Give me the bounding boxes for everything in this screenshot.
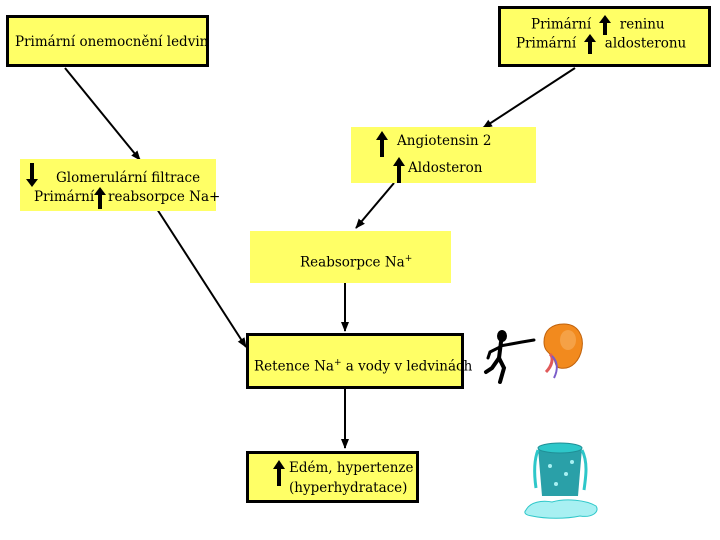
arrow-up-icon — [584, 34, 597, 54]
arrow-angiotensin-to-reabsorption — [355, 182, 395, 229]
edema-box: Edém, hypertenze (hyperhydratace) — [246, 451, 419, 503]
retention-label: Retence Na+ a vody v ledvinách — [254, 355, 472, 375]
aldosterone-line-suffix: aldosteronu — [604, 35, 687, 52]
glomerular-filtration-label: Glomerulární filtrace — [56, 170, 201, 186]
arrow-down-icon — [26, 163, 38, 187]
arrow-up-icon — [393, 157, 405, 183]
arrow-up-icon — [94, 187, 106, 209]
angiotensin-box: Angiotensin 2 Aldosteron — [351, 127, 536, 183]
aldosterone-line-prefix: Primární — [516, 35, 577, 52]
glomerular-line2-suffix: reabsorpce Na+ — [108, 189, 221, 205]
arrow-kidney-to-glomerular — [64, 67, 141, 161]
hyperhydration-label: (hyperhydratace) — [289, 480, 408, 496]
retention-box: Retence Na+ a vody v ledvinách — [246, 333, 472, 389]
retention-sup: + — [333, 358, 342, 368]
glomerular-filtration-box: Glomerulární filtrace Primární reabsorpc… — [20, 159, 220, 211]
arrow-glomerular-to-retention — [156, 208, 247, 348]
arrow-up-icon — [273, 460, 285, 486]
primary-renin-box: Primární reninu Primární aldosteronu — [498, 6, 711, 67]
angiotensin-label: Angiotensin 2 — [397, 133, 492, 149]
renin-line-suffix: reninu — [619, 16, 665, 33]
arrow-up-icon — [376, 131, 388, 157]
overflowing-bucket-icon — [524, 442, 598, 519]
retention-text-pre: Retence Na — [254, 358, 334, 375]
aldosteron-label: Aldosteron — [408, 160, 483, 176]
reabsorption-sup: + — [404, 254, 413, 264]
edema-label: Edém, hypertenze — [289, 460, 414, 476]
retention-text-post: a vody v ledvinách — [341, 358, 473, 375]
reabsorption-text: Reabsorpce Na — [300, 254, 405, 271]
primary-kidney-disease-label: Primární onemocnění ledvin — [15, 34, 209, 50]
renin-line-prefix: Primární — [531, 16, 592, 33]
stick-figure-icon — [484, 330, 536, 384]
kidney-icon — [543, 323, 583, 379]
primary-kidney-disease-box: Primární onemocnění ledvin — [6, 15, 209, 67]
reabsorption-label: Reabsorpce Na+ — [300, 251, 412, 271]
reabsorption-box: Reabsorpce Na+ — [250, 231, 451, 283]
arrow-renin-to-angiotensin — [482, 67, 576, 129]
glomerular-line2-prefix: Primární — [34, 189, 95, 205]
arrow-up-icon — [599, 15, 612, 35]
